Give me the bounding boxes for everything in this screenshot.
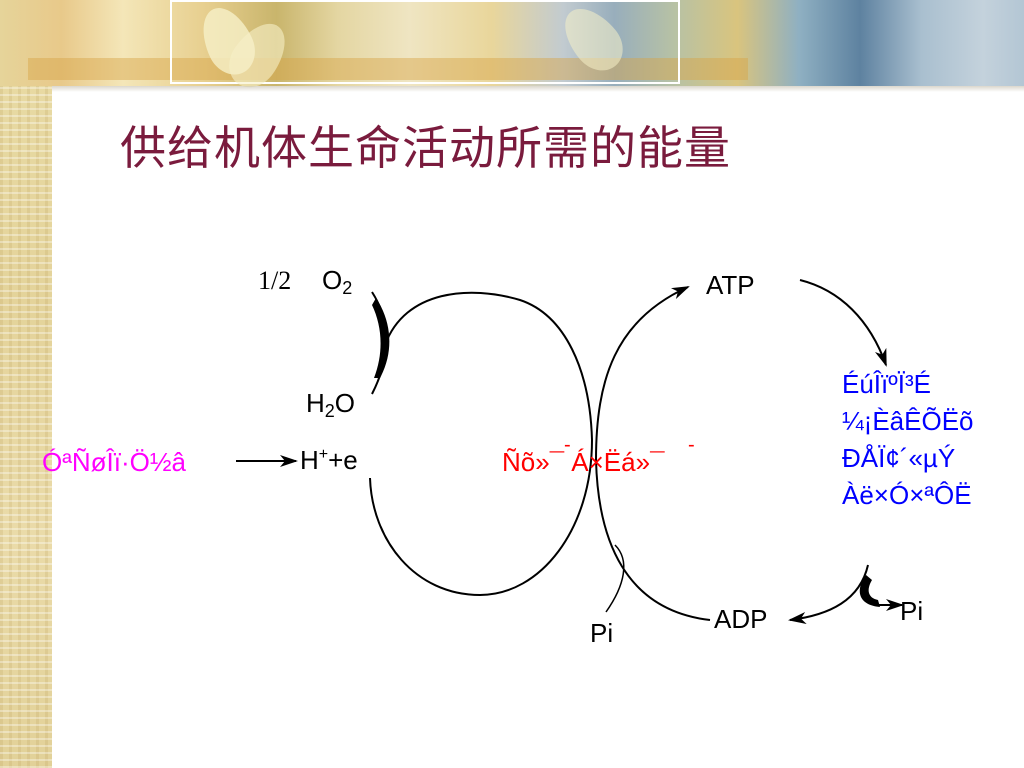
left-cycle-arc-bottom bbox=[369, 439, 593, 597]
banner-shadow bbox=[52, 86, 1024, 92]
energy-use-item: Àë×Ó×ªÔË bbox=[842, 480, 972, 510]
energy-use-item: ÉúÎïºÏ³É bbox=[842, 369, 931, 399]
oxygen-label: O2 bbox=[322, 265, 352, 299]
slide-title: 供给机体生命活动所需的能量 bbox=[120, 121, 731, 175]
water-tail: O bbox=[334, 388, 356, 418]
center-mark-1: - bbox=[564, 434, 571, 456]
pi-intake-curve bbox=[605, 544, 625, 613]
right-cycle-arc-down bbox=[595, 459, 711, 621]
pi-release-label: Pi bbox=[900, 596, 924, 626]
oxidative-phosphorylation-label: Ñõ»¯ Á×Ëá»¯ bbox=[502, 447, 665, 477]
substrate-label: ÓªÑøÎï·Ö½â bbox=[42, 447, 186, 477]
energy-use-item: ÐÅÏ¢´«µÝ bbox=[842, 443, 956, 473]
banner-frame bbox=[170, 0, 680, 84]
atp-hydrolysis-arrow bbox=[799, 279, 887, 367]
half-coefficient-label: 1/2 bbox=[258, 266, 292, 295]
water-subscript: 2 bbox=[324, 401, 335, 421]
water-label: H2O bbox=[306, 388, 355, 422]
proton-base: H bbox=[300, 445, 319, 475]
oxygen-reduction-wedge bbox=[372, 298, 390, 378]
center-mark-2: - bbox=[688, 434, 695, 456]
proton-electron-label: H++e bbox=[300, 445, 358, 476]
proton-superscript: + bbox=[318, 446, 329, 463]
oxygen-base: O bbox=[322, 265, 343, 295]
pi-release-wedge bbox=[859, 575, 880, 607]
electron-tail: +e bbox=[328, 445, 358, 475]
return-to-adp-arrow bbox=[788, 564, 869, 624]
energy-uses-list: ÉúÎïºÏ³É ¼¡ÈâÊÕËõ ÐÅÏ¢´«µÝ Àë×Ó×ªÔË bbox=[842, 366, 982, 514]
right-cycle-arc-up bbox=[595, 286, 690, 461]
energy-use-item: ¼¡ÈâÊÕËõ bbox=[842, 406, 974, 436]
decorative-banner bbox=[0, 0, 1024, 97]
adp-label: ADP bbox=[714, 604, 768, 634]
oxygen-subscript: 2 bbox=[342, 278, 353, 298]
water-base: H bbox=[306, 388, 325, 418]
banner-stripe bbox=[28, 58, 748, 80]
pi-intake-label: Pi bbox=[590, 618, 614, 648]
left-cycle-arc-top bbox=[384, 291, 593, 441]
parchment-border-left bbox=[0, 0, 52, 768]
atp-label: ATP bbox=[706, 270, 755, 300]
